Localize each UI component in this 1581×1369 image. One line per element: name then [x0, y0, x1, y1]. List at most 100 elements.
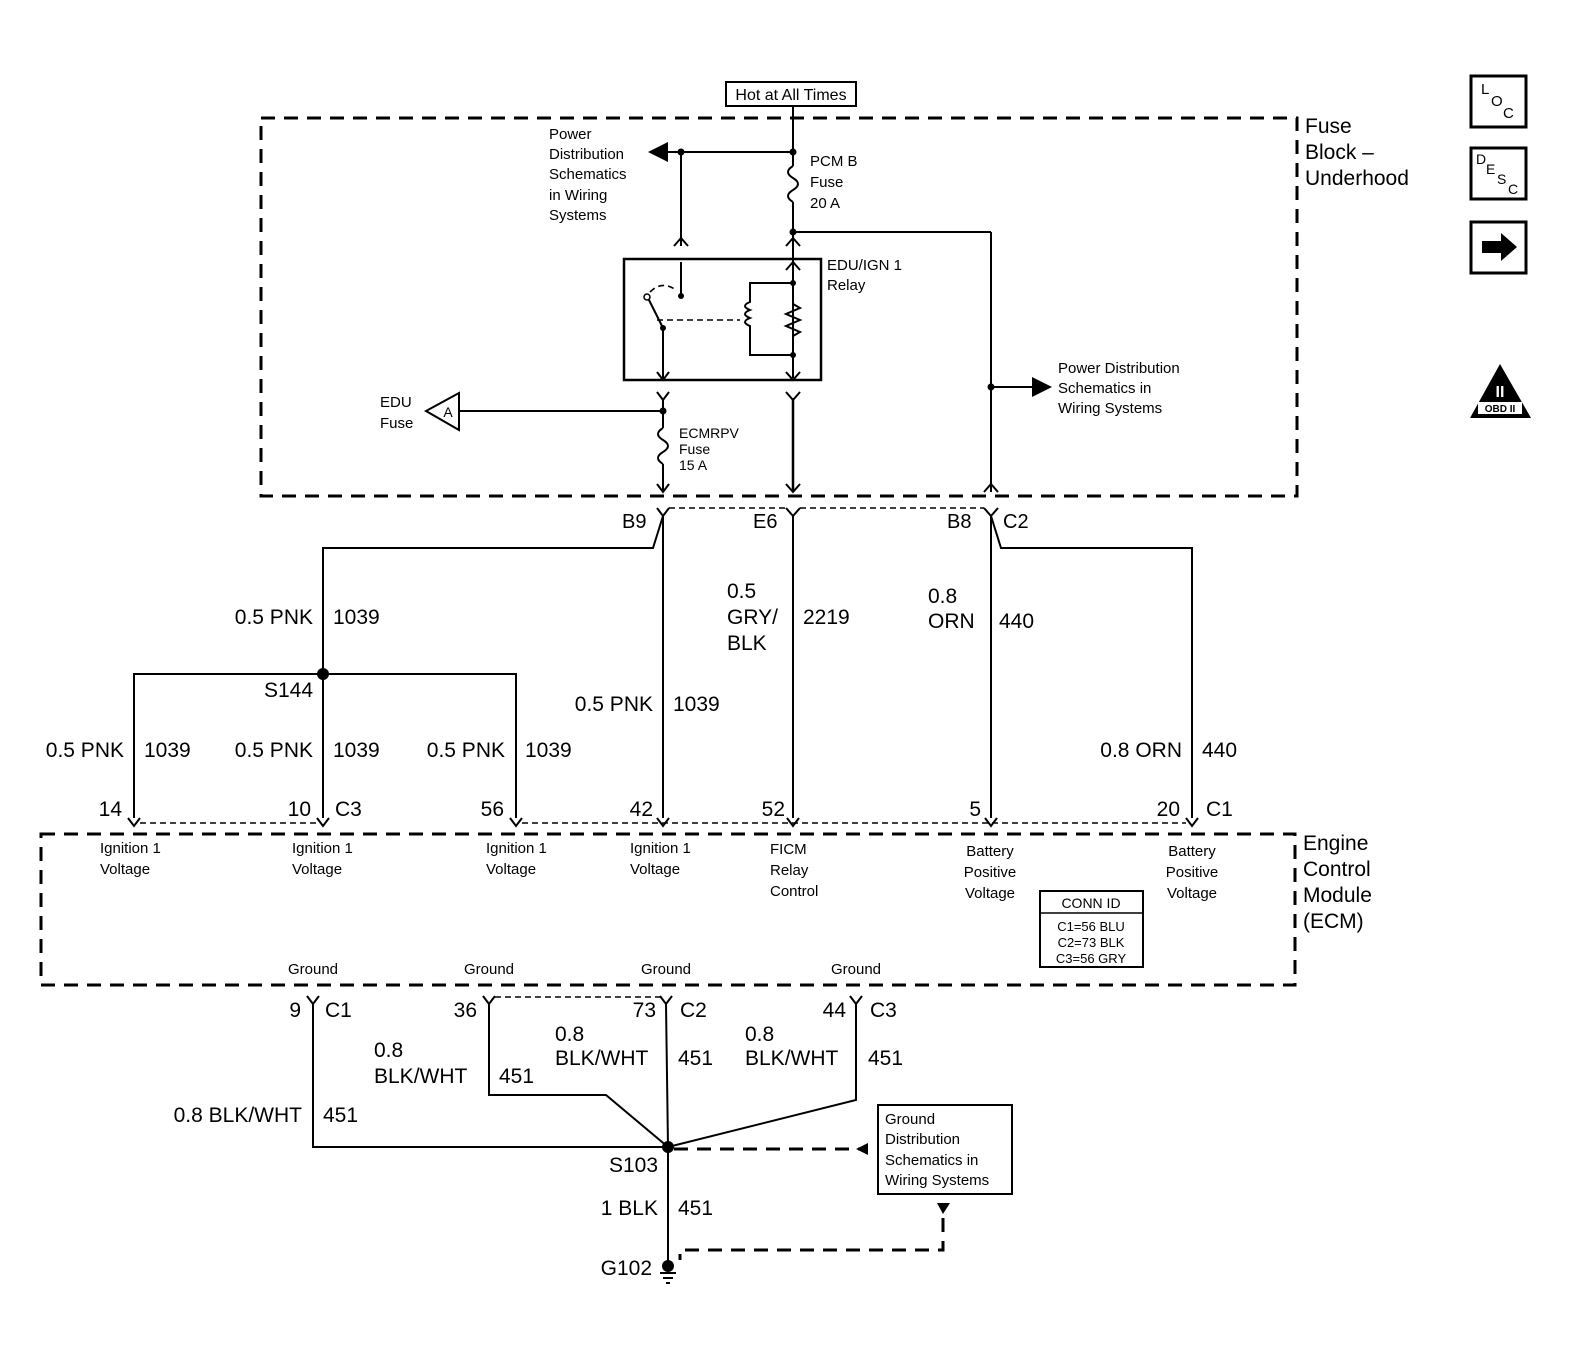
pin-36: 36 [454, 999, 477, 1022]
ecm-f7-2: Positive [1166, 864, 1219, 881]
ground-label-g4-size-1: 0.8 [745, 1023, 774, 1046]
wire-label-w5-size: 0.8 ORN [1100, 739, 1182, 762]
hot-at-all-times-label: Hot at All Times [735, 87, 846, 104]
fuse-block-title-1: Fuse [1305, 115, 1352, 138]
next-arrow-icon[interactable] [1469, 220, 1528, 275]
relay-connector-1 [673, 236, 689, 247]
description-icon[interactable]: D E S C [1469, 146, 1528, 201]
wire-label-b3-size: 0.5 PNK [427, 739, 505, 762]
location-icon[interactable]: L O C [1469, 74, 1528, 129]
ecmrpv-arrow [656, 483, 670, 494]
wire-label-w2-size-2: GRY/ [727, 606, 778, 629]
pin-c2: C2 [1003, 511, 1029, 533]
power-dist-left-4: in Wiring [549, 187, 607, 204]
svg-text:II: II [1496, 384, 1505, 401]
wire-label-w2-circuit: 2219 [803, 606, 850, 629]
pin-e6: E6 [753, 511, 777, 533]
wire-label-w1-circuit: 1039 [333, 606, 380, 629]
edu-fuse-label-1: EDU [380, 394, 412, 411]
pin-c1-top: C1 [1206, 798, 1233, 821]
ground-label-g2-size-1: 0.8 [374, 1039, 403, 1062]
ecm-bottom-pins [306, 995, 863, 1006]
pin-14: 14 [99, 798, 123, 821]
ground-g102-point [662, 1260, 674, 1272]
svg-text:C: C [1503, 105, 1514, 122]
pcm-fuse-label-1: PCM B [810, 153, 858, 170]
ground-wire-44 [667, 1004, 857, 1148]
wire-label-b2-size: 0.5 PNK [235, 739, 313, 762]
ground-label-g2-circuit: 451 [499, 1065, 534, 1088]
wire-label-w4-size: 0.5 PNK [575, 693, 653, 716]
wire-1039-to-s144 [322, 515, 664, 818]
ecm-f6-2: Positive [964, 864, 1017, 881]
pin-73: 73 [633, 999, 656, 1022]
wire-s144-to-14 [133, 673, 323, 818]
ecm-f6-3: Voltage [965, 885, 1015, 902]
relay-label-2: Relay [827, 277, 866, 294]
ground-label-g4-circuit: 451 [868, 1047, 903, 1070]
ecm-title-3: Module [1303, 884, 1372, 907]
ground-label-g3-size-2: BLK/WHT [555, 1047, 649, 1070]
wire-label-w3-circuit: 440 [999, 610, 1034, 633]
conn-id-table [1039, 890, 1144, 968]
wire-label-w2-size-1: 0.5 [727, 580, 756, 603]
ecm-f5-2: Relay [770, 862, 809, 879]
wire-label-w5-circuit: 440 [1202, 739, 1237, 762]
wire-label-b1-size: 0.5 PNK [46, 739, 124, 762]
pin-c2-bottom: C2 [680, 999, 707, 1022]
ground-dist-down-arrow [937, 1203, 950, 1214]
ground-dist-3: Schematics in [885, 1152, 978, 1169]
edu-reference-marker [423, 391, 460, 432]
ecm-f3-2: Voltage [486, 861, 536, 878]
ecm-ground-4: Ground [831, 961, 881, 978]
ecm-f1-2: Voltage [100, 861, 150, 878]
pin-9: 9 [289, 999, 301, 1022]
b8-connector [983, 482, 999, 493]
edu-marker-letter: A [443, 404, 453, 420]
svg-text:O: O [1491, 93, 1503, 110]
power-dist-right-1: Power Distribution [1058, 360, 1180, 377]
fuse-block-boundary [259, 116, 1299, 498]
ground-label-g3-size-1: 0.8 [555, 1023, 584, 1046]
ground-symbol [660, 1272, 676, 1284]
e6-arrow [785, 483, 801, 494]
ecm-title-4: (ECM) [1303, 910, 1364, 933]
ground-label-g1-circuit: 451 [323, 1104, 358, 1127]
svg-text:L: L [1481, 81, 1489, 98]
ground-wire-36 [488, 1004, 669, 1148]
pin-c3-bottom: C3 [870, 999, 897, 1022]
ecm-ground-2: Ground [464, 961, 514, 978]
ecm-boundary [39, 832, 1297, 987]
obd-ii-icon[interactable]: II OBD II [1470, 364, 1531, 418]
wire-label-w2-size-3: BLK [727, 632, 767, 655]
ground-label-g2-size-2: BLK/WHT [374, 1065, 468, 1088]
ground-dist-4: Wiring Systems [885, 1172, 989, 1189]
ground-label-g1-size: 0.8 BLK/WHT [174, 1104, 303, 1127]
pcm-fuse-label-3: 20 A [810, 195, 840, 212]
fuse-block-title-2: Block – [1305, 141, 1374, 164]
ground-label-g5-circuit: 451 [678, 1197, 713, 1220]
ecm-f3-1: Ignition 1 [486, 840, 547, 857]
pin-c3-top: C3 [335, 798, 362, 821]
wire-440-to-20 [990, 515, 1193, 818]
ecm-f5-3: Control [770, 883, 818, 900]
ground-dist-box [877, 1104, 1013, 1195]
relay-switch-arrow [656, 371, 670, 382]
relay-switch-travel [649, 284, 677, 293]
conn-id-row-1: C1=56 BLU [1057, 919, 1125, 934]
wire-label-b2-circuit: 1039 [333, 739, 380, 762]
pcm-b-fuse-symbol [787, 165, 799, 203]
ecm-f7-3: Voltage [1167, 885, 1217, 902]
svg-text:OBD II: OBD II [1485, 404, 1516, 415]
e6-pin [785, 507, 801, 518]
power-dist-right-2: Schematics in [1058, 380, 1151, 397]
ecm-f7-1: Battery [1168, 843, 1216, 860]
svg-text:D: D [1476, 151, 1486, 167]
ecmrpv-label-3: 15 A [679, 457, 708, 473]
edu-ign1-relay [622, 257, 823, 382]
ground-label-g3-circuit: 451 [678, 1047, 713, 1070]
pcm-fuse-label-2: Fuse [810, 174, 843, 191]
wire-label-w3-size-1: 0.8 [928, 585, 957, 608]
pin-5: 5 [969, 798, 981, 821]
